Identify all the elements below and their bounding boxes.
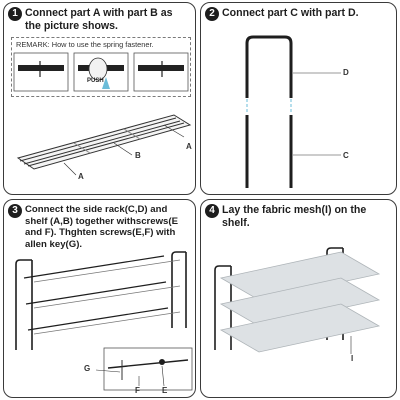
screw-e-label: E: [162, 386, 168, 395]
fabric-mesh-shelves: [219, 251, 381, 353]
screw-callout-box: [103, 347, 193, 391]
shelf-parts-ab: [16, 114, 192, 170]
step-1-badge: 1: [8, 7, 22, 21]
remark-text: REMARK: How to use the spring fastener.: [16, 40, 154, 49]
step-2-panel: 2 Connect part C with part D. D C: [200, 2, 397, 195]
part-b-label: B: [135, 151, 141, 160]
step-4-badge: 4: [205, 204, 219, 218]
step-3-illustration: [15, 251, 193, 391]
screw-f-label: F: [135, 386, 140, 395]
assembled-rack-three-tier: [15, 251, 187, 350]
tool-g-label: G: [84, 364, 91, 373]
spring-fastener-detail-right: [133, 52, 189, 92]
step-3-panel: 3 Connect the side rack(C,D) and shelf (…: [3, 199, 196, 398]
fabric-mesh-i-label: I: [351, 354, 354, 363]
step-4-title: Lay the fabric mesh(I) on the shelf.: [222, 204, 367, 229]
spring-fastener-detail-left: [13, 52, 69, 92]
step-4-panel: 4 Lay the fabric mesh(I) on the shelf. I: [200, 199, 397, 398]
side-rack-d: [245, 35, 293, 98]
part-a-label-right: A: [186, 142, 192, 151]
step-2-title: Connect part C with part D.: [222, 7, 359, 19]
push-label: PUSH: [87, 78, 104, 84]
step-1-title: Connect part A with part B as the pictur…: [25, 7, 173, 32]
step-4-illustration: [214, 247, 381, 354]
step-2-badge: 2: [205, 7, 219, 21]
push-arrow-icon: [102, 77, 110, 89]
part-c-label: C: [343, 151, 349, 160]
step-3-title: Connect the side rack(C,D) and shelf (A,…: [25, 204, 178, 250]
step-1-illustration: [13, 52, 192, 176]
step-2-illustration: [245, 35, 341, 188]
connect-guide: [246, 99, 292, 113]
finger-icon: [88, 57, 108, 81]
step-3-badge: 3: [8, 204, 22, 218]
step-1-panel: 1 Connect part A with part B as the pict…: [3, 2, 196, 195]
spring-fastener-detail-center: [73, 52, 129, 92]
screw-e-icon: [159, 359, 165, 365]
remark-box: REMARK: How to use the spring fastener.: [11, 37, 191, 97]
part-d-label: D: [343, 68, 349, 77]
side-rack-c: [245, 115, 293, 188]
part-a-label-left: A: [78, 172, 84, 181]
